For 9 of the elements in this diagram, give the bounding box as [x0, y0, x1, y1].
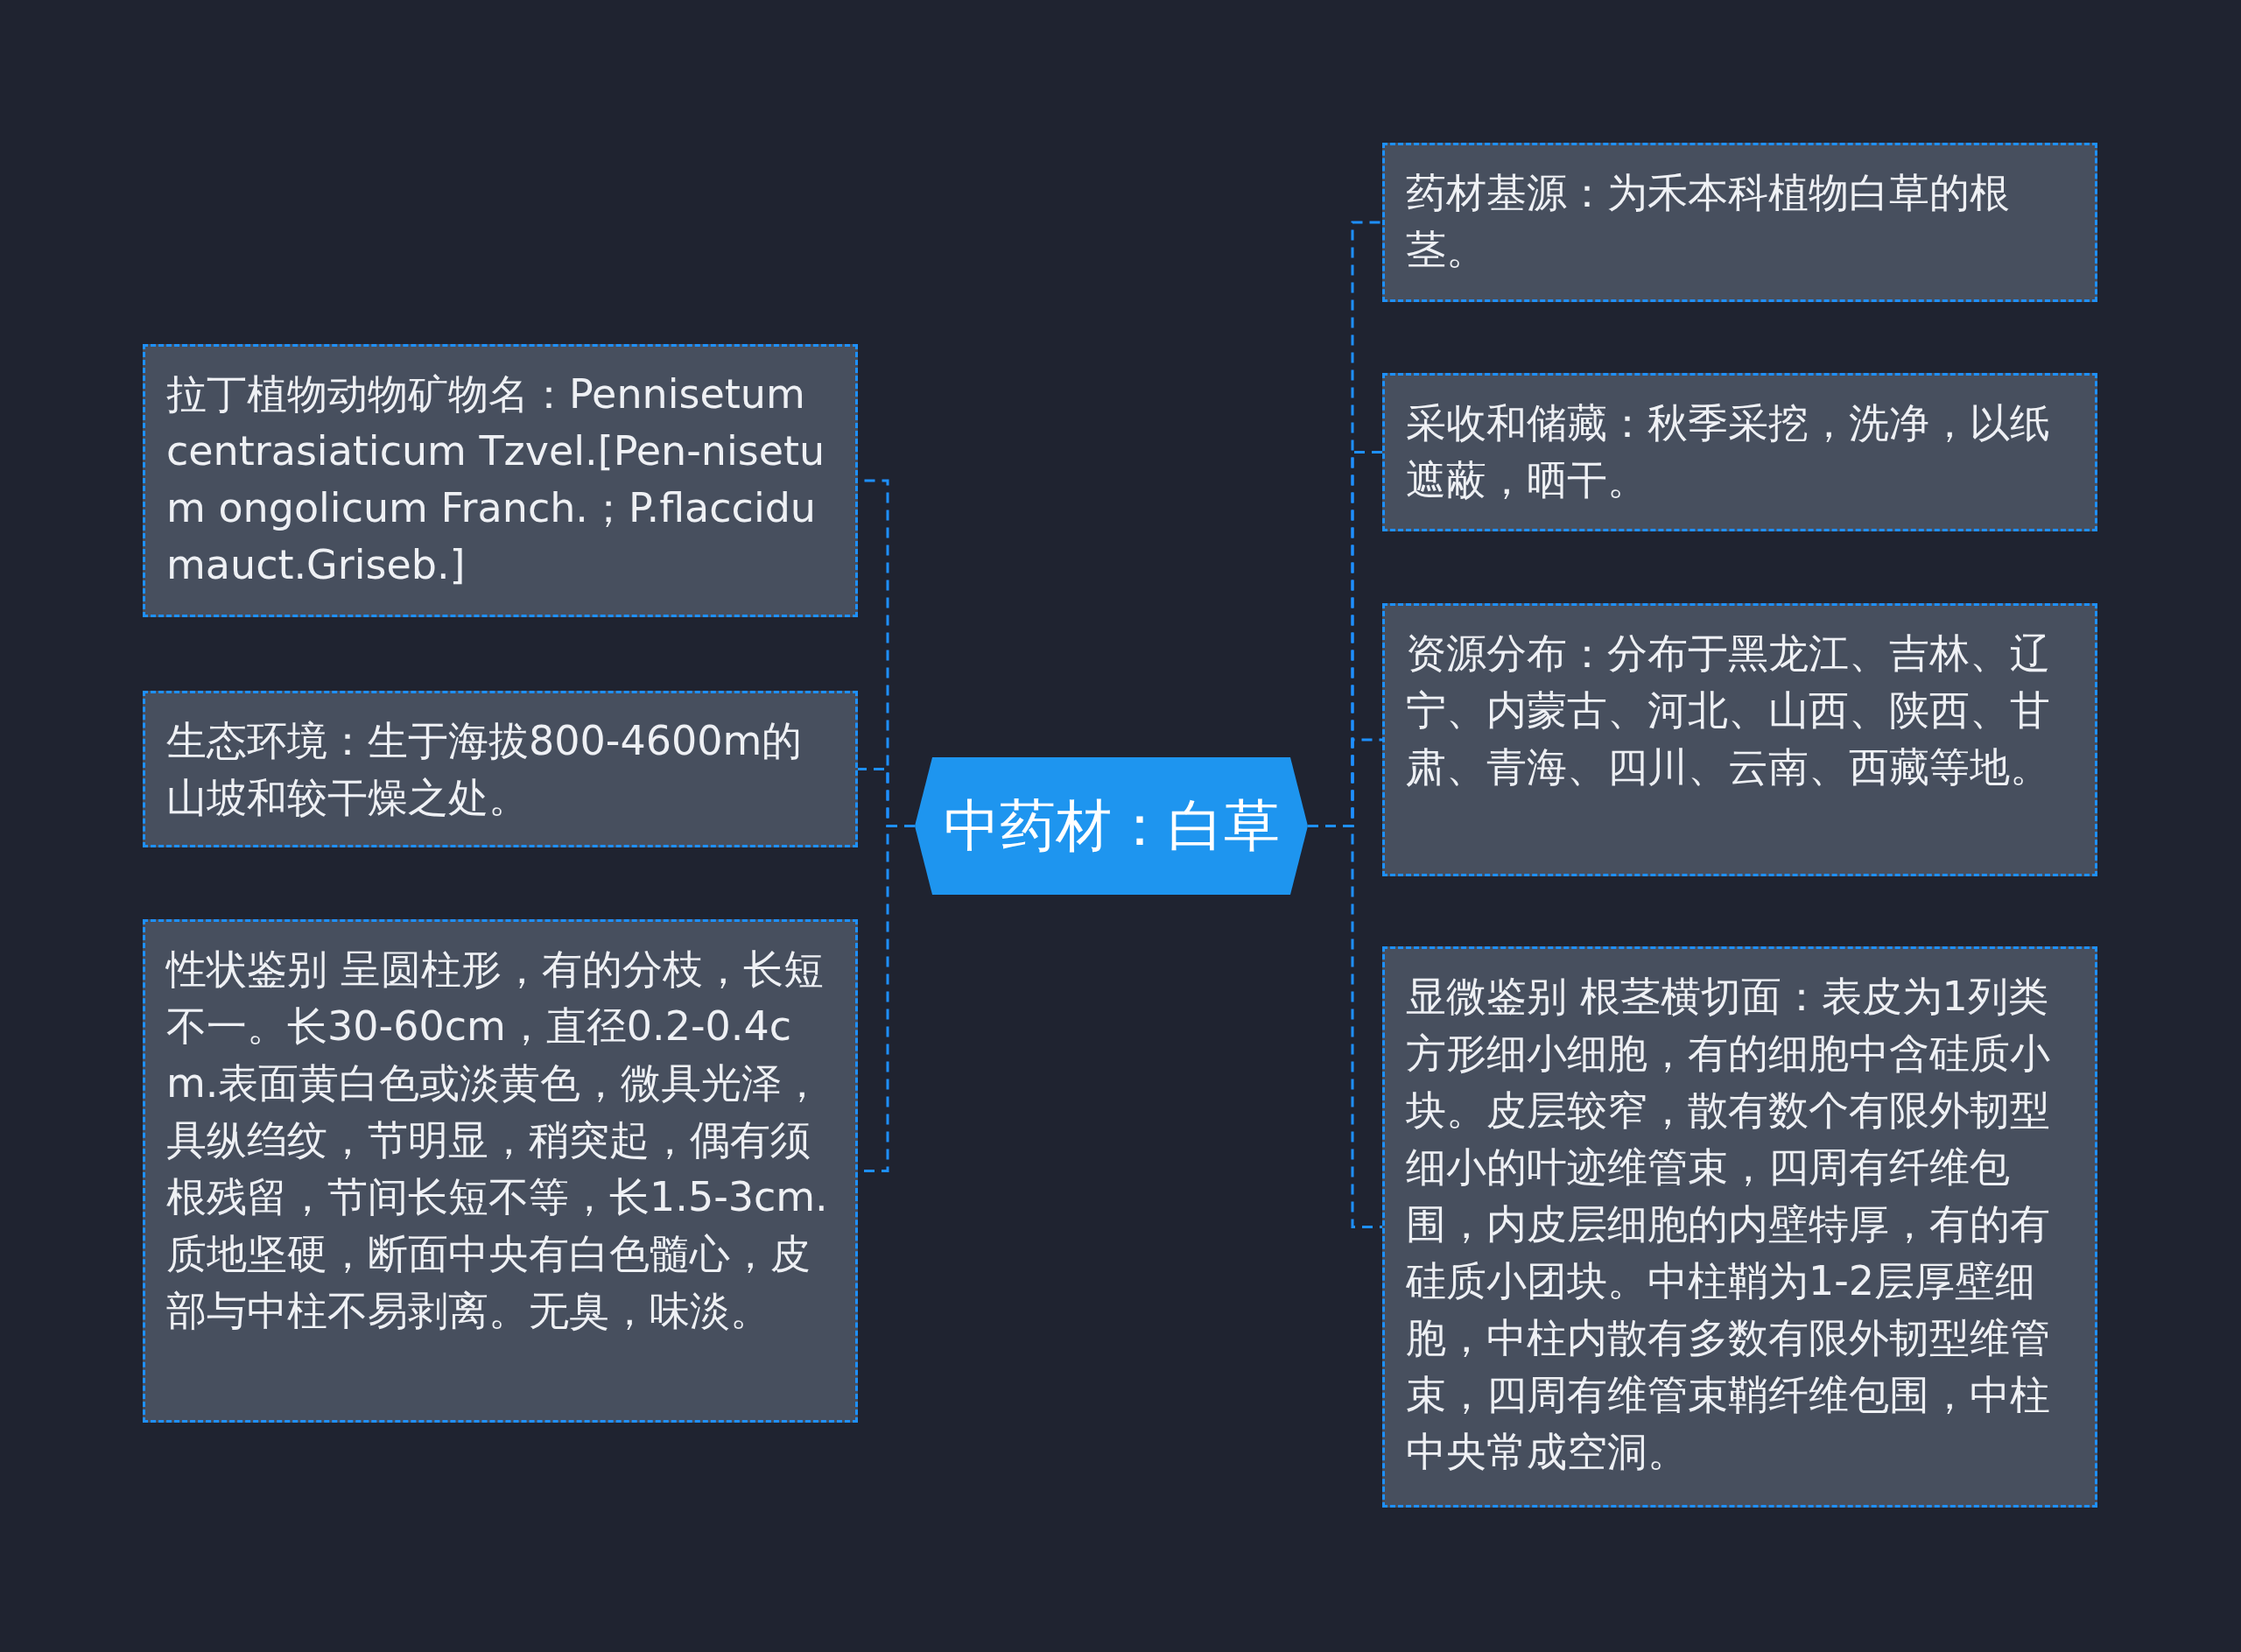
topic-title: 中药材：白草: [943, 792, 1280, 860]
topic-hexagon: [915, 757, 1308, 895]
info-card: 资源分布：分布于黑龙江、吉林、辽宁、内蒙古、河北、山西、陕西、甘肃、青海、四川、云南、西藏等地。: [1382, 603, 2097, 876]
info-card: 显微鉴别 根茎横切面：表皮为1列类方形细小细胞，有的细胞中含硅质小块。皮层较窄，散有数个有限外韧型细小的叶迹维管束，四周有纤维包围，内皮层细胞的内壁特厚，有的有硅质小团块。中柱鞘为1-2层厚壁细胞，中柱内散有多数有限外韧型维管束，四周有维管束鞘纤维包围，中柱中央常成空洞。: [1382, 946, 2097, 1508]
info-card: 性状鉴别 呈圆柱形，有的分枝，长短不一。长30-60cm，直径0.2-0.4cm.表面黄白色或淡黄色，微具光泽，具纵绉纹，节明显，稍突起，偶有须根残留，节间长短不等，长1.5-3cm.质地坚硬，断面中央有白色髓心，皮部与中柱不易剥离。无臭，味淡。: [143, 919, 858, 1423]
info-card: 采收和储藏：秋季采挖，洗净，以纸遮蔽，晒干。: [1382, 373, 2097, 531]
info-card: 拉丁植物动物矿物名：Pennisetum centrasiaticum Tzvel.[Pen-nisetum ongolicum Franch.；P.flaccidumauct.Griseb.]: [143, 344, 858, 617]
info-card: 生态环境：生于海拔800-4600m的山坡和较干燥之处。: [143, 691, 858, 847]
info-card: 药材基源：为禾本科植物白草的根茎。: [1382, 143, 2097, 302]
